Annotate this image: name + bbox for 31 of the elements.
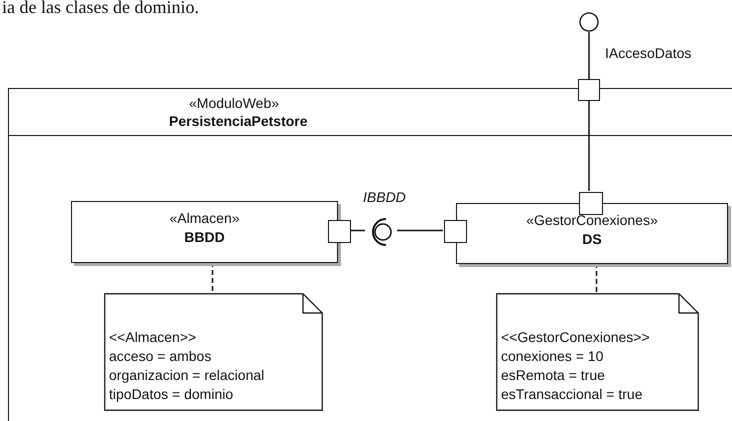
interface-name: IBBDD xyxy=(363,189,406,205)
port-square xyxy=(578,79,600,101)
tagged-value: esTransaccional = true xyxy=(501,386,642,402)
component-name: BBDD xyxy=(183,229,226,245)
tagged-value: esRemota = true xyxy=(501,367,605,383)
stereotype-label: <<Almacen>> xyxy=(109,329,196,345)
stereotype-label: «GestorConexiones» xyxy=(525,212,659,228)
tagged-value: tipoDatos = dominio xyxy=(109,386,234,402)
interface-name: IAccesoDatos xyxy=(605,45,692,61)
port-square xyxy=(579,192,603,215)
stereotype-label: «Almacen» xyxy=(168,210,241,226)
connector-line xyxy=(588,32,590,79)
note-shape xyxy=(496,293,699,411)
component-name: DS xyxy=(581,231,603,247)
body-text: ia de las clases de dominio. xyxy=(2,0,199,18)
port-square xyxy=(328,220,351,243)
module-frame xyxy=(8,88,732,421)
note-shape xyxy=(104,293,323,411)
component-name: PersistenciaPetstore xyxy=(169,113,308,129)
provided-interface-icon xyxy=(579,12,599,32)
tagged-value: conexiones = 10 xyxy=(501,348,604,364)
connector-line xyxy=(397,230,443,232)
port-square xyxy=(444,220,467,243)
stereotype-label: «ModuloWeb» xyxy=(189,95,280,111)
component-box xyxy=(71,201,338,263)
connector-line xyxy=(350,230,365,232)
tagged-value: organizacion = relacional xyxy=(109,367,264,383)
connector-line xyxy=(588,101,590,191)
tagged-value: acceso = ambos xyxy=(109,348,212,364)
stereotype-label: <<GestorConexiones>> xyxy=(501,329,650,345)
component-box xyxy=(456,203,728,264)
